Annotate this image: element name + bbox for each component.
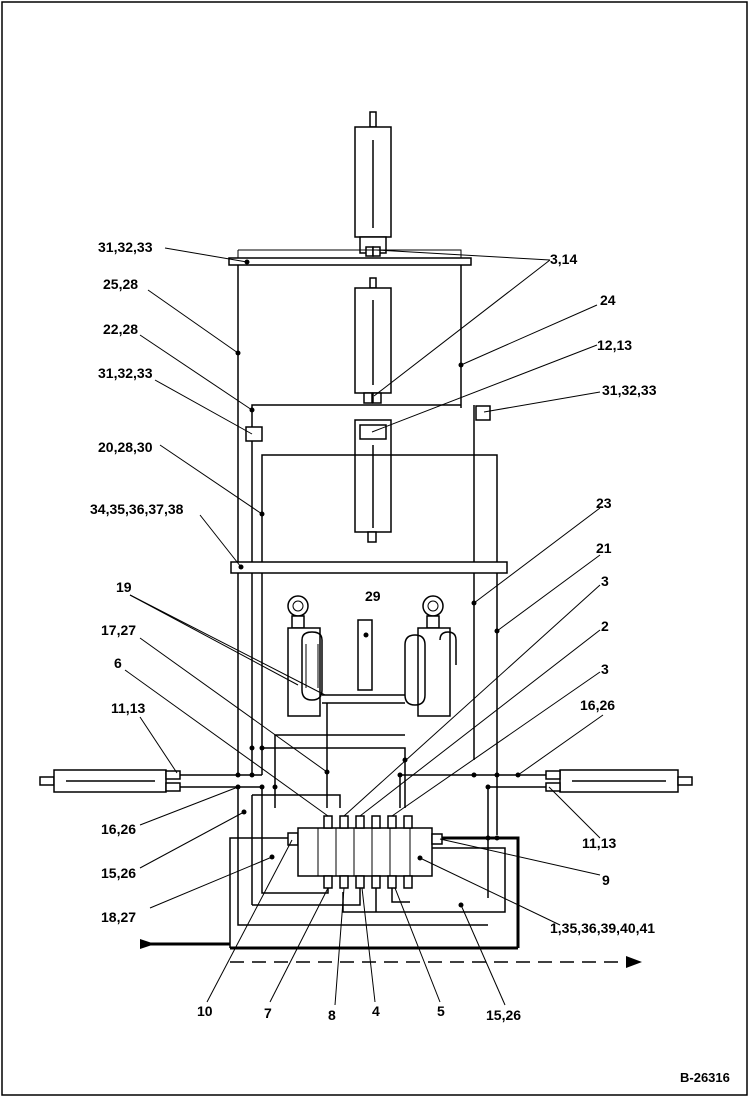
label-2: 2: [601, 618, 609, 634]
cylinder-left-horizontal: [39, 769, 181, 793]
label-7: 7: [264, 1005, 272, 1021]
label-16-26-right: 16,26: [580, 697, 615, 713]
cylinder-left-vertical: [287, 595, 323, 717]
label-15-26-bottom: 15,26: [486, 1007, 521, 1023]
cylinder-right-vertical: [404, 595, 457, 717]
mount-block-right: [475, 405, 491, 421]
boom-cylinder-top: [354, 111, 392, 257]
label-16-26-left: 16,26: [101, 821, 136, 837]
label-6: 6: [114, 655, 122, 671]
label-20-28-30: 20,28,30: [98, 439, 153, 455]
label-11-13-right: 11,13: [582, 835, 616, 851]
label-9: 9: [602, 872, 610, 888]
label-29: 29: [365, 588, 381, 604]
label-22-28: 22,28: [103, 321, 138, 337]
label-34-38: 34,35,36,37,38: [90, 501, 184, 517]
label-3-14: 3,14: [550, 251, 577, 267]
part-labels: 31,32,33 3,14 25,28 24 22,28 12,13 31,32…: [90, 239, 730, 1085]
label-8: 8: [328, 1007, 336, 1023]
label-10: 10: [197, 1003, 213, 1019]
label-5: 5: [437, 1003, 445, 1019]
label-12-13: 12,13: [597, 337, 632, 353]
label-21: 21: [596, 540, 612, 556]
label-17-27: 17,27: [101, 622, 136, 638]
label-1-35-36-39-40-41: 1,35,36,39,40,41: [550, 920, 655, 936]
component-29: [357, 619, 373, 691]
label-23: 23: [596, 495, 612, 511]
hoses-lower: [140, 787, 642, 968]
control-valve-bank: [287, 815, 443, 889]
mount-block-left: [245, 426, 263, 442]
label-11-13-left: 11,13: [111, 700, 145, 716]
label-31-32-33-left: 31,32,33: [98, 365, 153, 381]
drawing-number: B-26316: [680, 1070, 730, 1085]
label-19: 19: [116, 579, 132, 595]
label-18-27: 18,27: [101, 909, 136, 925]
label-25-28: 25,28: [103, 276, 138, 292]
cylinder-middle: [354, 277, 392, 404]
leader-lines: [124, 247, 604, 1006]
label-15-26-left: 15,26: [101, 865, 136, 881]
label-31-32-33-top: 31,32,33: [98, 239, 153, 255]
label-3-upper: 3: [601, 573, 609, 589]
cylinder-lower: [354, 419, 392, 543]
frame-lines: [237, 249, 498, 775]
label-24: 24: [600, 292, 616, 308]
cylinder-right-horizontal: [545, 769, 693, 793]
lower-cross-bar: [230, 561, 508, 574]
top-cross-bar: [228, 257, 472, 266]
label-4: 4: [372, 1003, 380, 1019]
label-31-32-33-right: 31,32,33: [602, 382, 657, 398]
label-3-lower: 3: [601, 661, 609, 677]
